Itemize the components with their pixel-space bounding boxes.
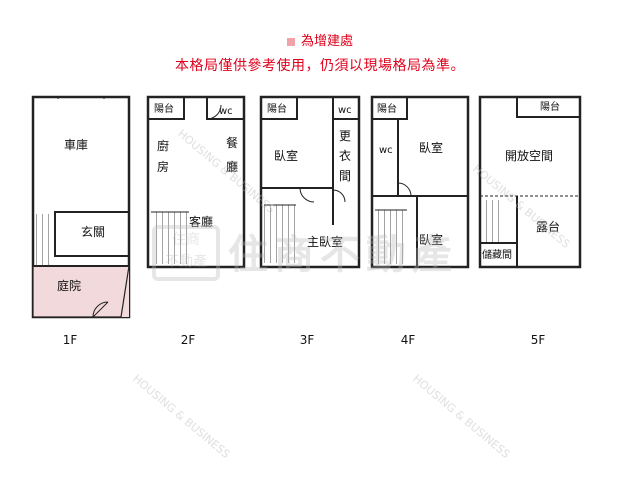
floor-label-3f: 3F: [299, 333, 315, 347]
addition-swatch: [286, 37, 295, 46]
floor-label-1f: 1F: [62, 333, 78, 347]
room-storage-5f: 儲藏間: [482, 249, 512, 261]
room-closet-3f-b: 衣: [339, 148, 351, 163]
stairs-4f: [375, 210, 407, 264]
room-wc-4f: wc: [379, 145, 393, 156]
room-living-2f: 客廳: [189, 214, 213, 229]
stairs-1f: [36, 214, 54, 266]
room-foyer: 玄關: [81, 224, 105, 239]
stairs-5f: [483, 200, 499, 242]
room-terrace-5f: 露台: [536, 219, 560, 234]
room-bedroom-3f: 臥室: [274, 148, 298, 163]
watermark-text: 住商不動產: [228, 232, 458, 278]
room-balcony-2f: 陽台: [154, 102, 174, 115]
floor-4f-plan: 陽台 wc 臥室 臥室: [370, 95, 470, 269]
floor-label-2f: 2F: [180, 333, 196, 347]
floor-3f-plan: 陽台 wc 臥室 更 衣 間 主臥室: [259, 95, 361, 269]
floor-1f-plan: 車庫 玄關 庭院: [31, 95, 131, 319]
watermark-logo: 住商不動產: [152, 225, 220, 281]
room-balcony-3f: 陽台: [267, 102, 287, 115]
legend-label: 為增建處: [300, 34, 353, 49]
floor-label-4f: 4F: [400, 333, 416, 347]
room-master-3f: 主臥室: [307, 234, 343, 249]
legend: 為增建處: [0, 30, 640, 49]
stairs-2f: [151, 212, 189, 264]
room-open-space-5f: 開放空間: [505, 148, 553, 163]
room-bedroom-4f-a: 臥室: [419, 140, 443, 155]
room-wc-3f: wc: [338, 105, 352, 116]
room-dining-2f-b: 廳: [226, 159, 238, 174]
floor-label-5f: 5F: [530, 333, 546, 347]
room-bedroom-4f-b: 臥室: [419, 232, 443, 247]
room-kitchen-2f-b: 房: [157, 159, 169, 174]
room-balcony-5f: 陽台: [540, 100, 560, 113]
room-kitchen-2f-a: 廚: [157, 138, 169, 153]
room-closet-3f-a: 更: [339, 129, 351, 143]
room-dining-2f-a: 餐: [226, 135, 238, 150]
room-garage: 車庫: [64, 138, 88, 152]
floor-5f-plan: 陽台 開放空間 露台 儲藏間: [478, 95, 582, 269]
stairs-3f: [264, 205, 296, 263]
disclaimer-note: 本格局僅供參考使用，仍須以現場格局為準。: [175, 58, 465, 74]
floor-2f-plan: 陽台 wc 廚 房 餐 廳 客廳: [146, 95, 246, 269]
room-courtyard: 庭院: [57, 278, 81, 293]
room-balcony-4f: 陽台: [377, 102, 397, 115]
room-closet-3f-c: 間: [339, 169, 351, 183]
room-wc-2f: wc: [219, 106, 233, 117]
